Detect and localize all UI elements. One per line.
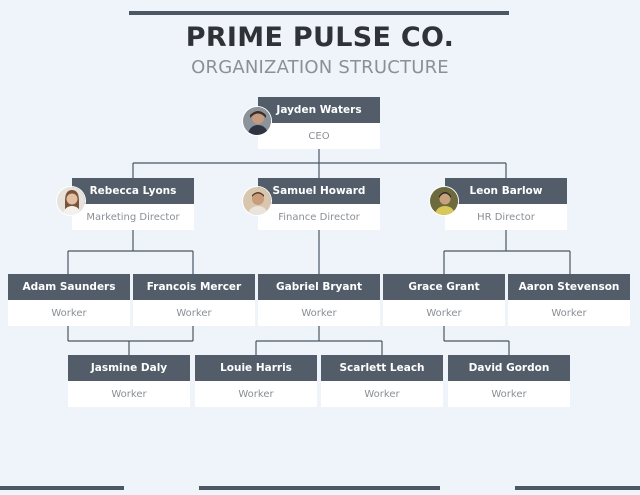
org-card-grace-grant: Grace Grant Worker	[383, 274, 505, 326]
card-name: Aaron Stevenson	[508, 274, 630, 300]
card-name: Samuel Howard	[258, 178, 380, 204]
card-role: HR Director	[445, 204, 567, 230]
org-card-samuel-howard: Samuel Howard Finance Director	[258, 178, 380, 230]
org-card-adam-saunders: Adam Saunders Worker	[8, 274, 130, 326]
org-card-rebecca-lyons: Rebecca Lyons Marketing Director	[72, 178, 194, 230]
card-name: Francois Mercer	[133, 274, 255, 300]
card-name: David Gordon	[448, 355, 570, 381]
org-card-scarlett-leach: Scarlett Leach Worker	[321, 355, 443, 407]
card-name: Adam Saunders	[8, 274, 130, 300]
card-name: Leon Barlow	[445, 178, 567, 204]
card-name: Gabriel Bryant	[258, 274, 380, 300]
bottom-bar-left	[0, 486, 124, 490]
card-role: Worker	[195, 381, 317, 407]
card-role: Worker	[258, 300, 380, 326]
chart-subtitle: ORGANIZATION STRUCTURE	[191, 57, 449, 78]
card-role: Worker	[383, 300, 505, 326]
org-card-leon-barlow: Leon Barlow HR Director	[445, 178, 567, 230]
org-card-jasmine-daly: Jasmine Daly Worker	[68, 355, 190, 407]
bottom-bar-center	[199, 486, 440, 490]
card-role: Worker	[448, 381, 570, 407]
card-role: Finance Director	[258, 204, 380, 230]
card-role: Worker	[8, 300, 130, 326]
ceo-photo-icon	[242, 106, 272, 136]
org-card-jayden-waters: Jayden Waters CEO	[258, 97, 380, 149]
card-role: Worker	[133, 300, 255, 326]
rebecca-photo-icon	[56, 186, 86, 216]
card-role: Worker	[508, 300, 630, 326]
card-name: Grace Grant	[383, 274, 505, 300]
bottom-bar-right	[515, 486, 640, 490]
card-name: Louie Harris	[195, 355, 317, 381]
org-card-francois-mercer: Francois Mercer Worker	[133, 274, 255, 326]
org-card-louie-harris: Louie Harris Worker	[195, 355, 317, 407]
company-title: PRIME PULSE CO.	[185, 22, 455, 53]
card-name: Jasmine Daly	[68, 355, 190, 381]
card-role: Worker	[68, 381, 190, 407]
card-name: Scarlett Leach	[321, 355, 443, 381]
card-role: CEO	[258, 123, 380, 149]
card-role: Marketing Director	[72, 204, 194, 230]
card-name: Rebecca Lyons	[72, 178, 194, 204]
card-role: Worker	[321, 381, 443, 407]
top-bar	[129, 11, 509, 15]
card-name: Jayden Waters	[258, 97, 380, 123]
org-card-gabriel-bryant: Gabriel Bryant Worker	[258, 274, 380, 326]
org-card-aaron-stevenson: Aaron Stevenson Worker	[508, 274, 630, 326]
leon-photo-icon	[429, 186, 459, 216]
org-card-david-gordon: David Gordon Worker	[448, 355, 570, 407]
samuel-photo-icon	[242, 186, 272, 216]
